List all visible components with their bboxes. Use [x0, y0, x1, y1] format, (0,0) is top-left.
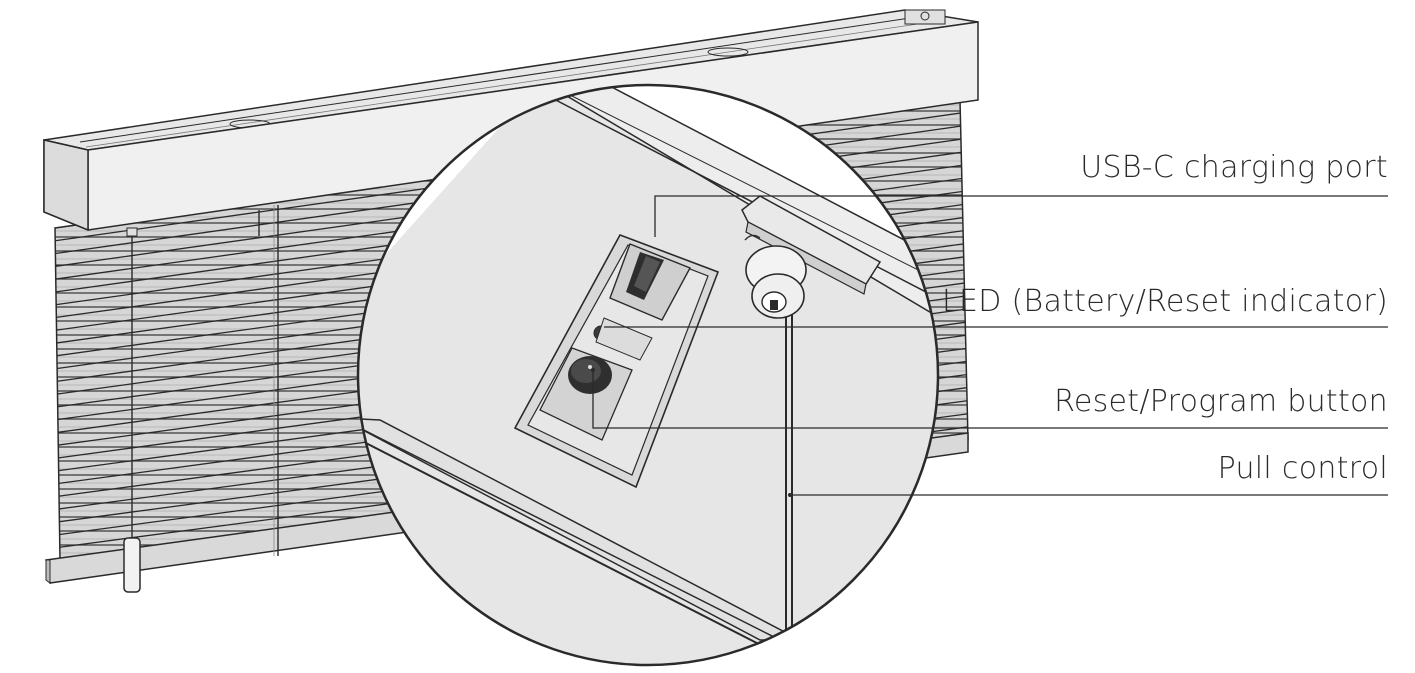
- pull-control-shape: [744, 234, 807, 640]
- callout-reset-button: Reset/Program button: [1054, 384, 1388, 419]
- leader-reset: [592, 370, 1388, 429]
- leader-usb-c: [654, 195, 1388, 237]
- callout-usb-c-port: USB-C charging port: [1080, 150, 1388, 185]
- leader-lines: [591, 195, 1388, 497]
- callout-pull-control: Pull control: [1217, 451, 1388, 486]
- usb-c-port-shape: [609, 243, 691, 321]
- callout-led-indicator: LED (Battery/Reset indicator): [941, 284, 1388, 319]
- reset-button-shape: [539, 347, 633, 441]
- zoom-detail: [356, 83, 940, 667]
